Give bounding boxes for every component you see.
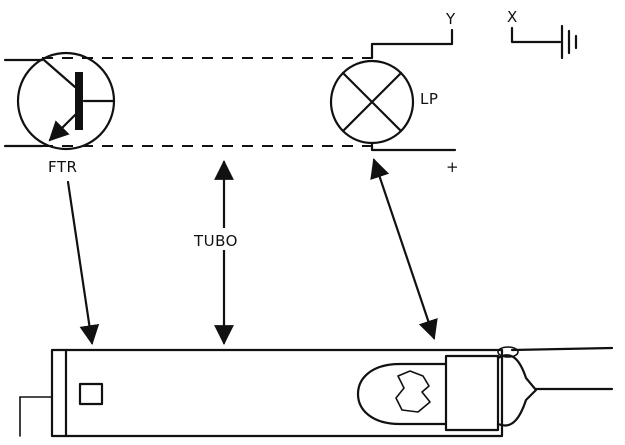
tube-body xyxy=(50,348,504,438)
lamp-base xyxy=(444,354,500,432)
phototransistor-callout-arrow xyxy=(66,180,100,345)
lamp-label: LP xyxy=(420,90,438,108)
ground-icon xyxy=(560,24,578,60)
lamp-top-contact xyxy=(497,346,519,358)
y-terminal-wire xyxy=(370,28,454,60)
tube-label: TUBO xyxy=(193,232,238,250)
plus-terminal-label: + xyxy=(446,158,459,176)
lamp-symbol xyxy=(329,59,415,145)
x-terminal-label: X xyxy=(507,8,518,26)
lamp-bulb xyxy=(356,346,614,432)
x-terminal-wire xyxy=(510,26,562,44)
plus-terminal-wire xyxy=(370,141,457,152)
phototransistor-symbol xyxy=(16,51,116,151)
lamp-filament xyxy=(395,370,431,413)
phototransistor-label: FTR xyxy=(48,158,77,176)
lamp-callout-arrow xyxy=(370,158,438,340)
tube-assembly xyxy=(19,348,504,438)
lamp-upper-lead xyxy=(510,346,614,352)
phototransistor-component xyxy=(78,382,104,406)
tube-label-backdrop xyxy=(190,228,242,250)
y-terminal-label: Y xyxy=(445,10,456,28)
lamp-socket-cap xyxy=(496,354,538,427)
